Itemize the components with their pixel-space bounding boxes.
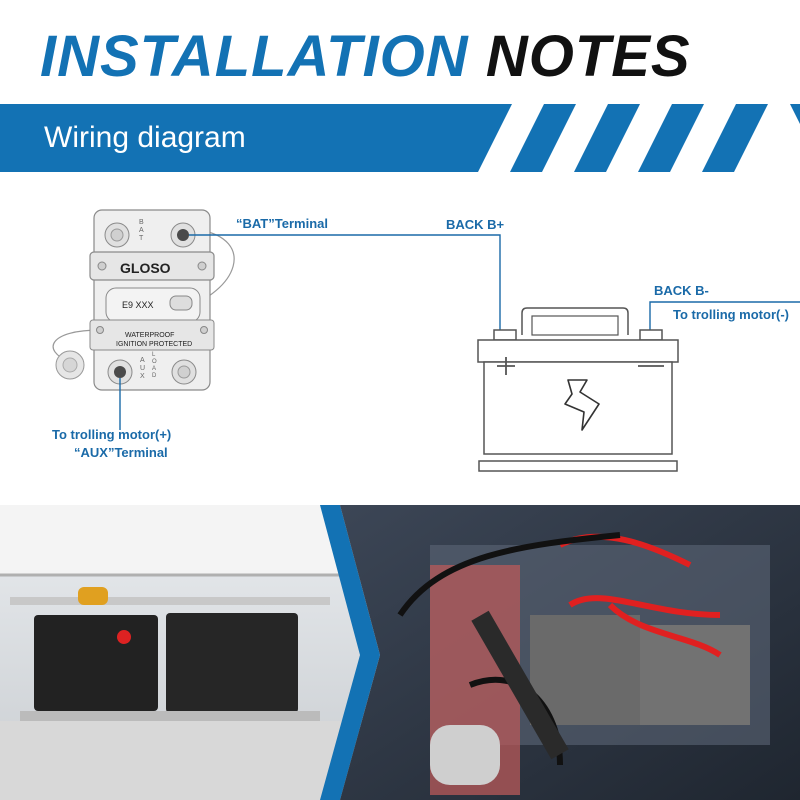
photo-battery-compartment [340, 505, 800, 800]
band-stripe-3 [638, 104, 704, 172]
battery-box-right [166, 613, 298, 713]
title-word-installation: INSTALLATION [40, 24, 469, 89]
label-back-b-plus: BACK B+ [446, 217, 505, 232]
circuit-breaker: GLOSO E9 XXX WATERPROOF IGNITION PROTECT… [89, 209, 215, 391]
band-stripe-2 [574, 104, 640, 172]
battery-2 [640, 625, 750, 725]
battery-handle-inner [531, 315, 619, 336]
battery-lid [477, 339, 679, 363]
trailer-frame [10, 597, 330, 605]
red-indicator [117, 630, 131, 644]
bat-stud-inner [177, 229, 189, 241]
support-rack [20, 711, 320, 721]
photo-divider [320, 505, 380, 800]
breaker-band [89, 251, 215, 281]
battery-base [478, 460, 678, 472]
battery-1 [530, 615, 640, 725]
band-screw-left [97, 261, 107, 271]
load-cap-inner [177, 365, 191, 379]
terminal-post-plus [493, 329, 517, 341]
aux-stud-inner [114, 366, 126, 378]
wiring-diagram: GLOSO E9 XXX WATERPROOF IGNITION PROTECT… [52, 209, 800, 472]
loose-cap-inner [62, 357, 78, 373]
plus-symbol-icon [497, 357, 515, 375]
page-title: INSTALLATION NOTES [40, 22, 691, 92]
bus-bar [471, 610, 569, 760]
band-stripe-4 [702, 104, 768, 172]
breaker-brand: GLOSO [120, 260, 171, 276]
label-bat-terminal: “BAT”Terminal [236, 216, 328, 231]
ground [0, 721, 360, 800]
lower-screw-left [96, 326, 104, 334]
wire-b-minus [649, 301, 800, 330]
label-to-motor-minus: To trolling motor(-) [673, 307, 789, 322]
motor-unit [430, 725, 500, 785]
battery [477, 307, 679, 472]
section-label: Wiring diagram [44, 121, 246, 154]
amber-light [78, 587, 108, 605]
lower-screw-right [200, 326, 208, 334]
breaker-text-line2: IGNITION PROTECTED [116, 341, 192, 348]
label-back-b-minus: BACK B- [654, 283, 709, 298]
breaker-text-line1: WATERPROOF [125, 332, 174, 339]
label-to-motor-plus: To trolling motor(+) [52, 427, 171, 442]
terminal-post-minus [639, 329, 663, 341]
photo-trailer-battery-boxes [0, 505, 360, 800]
band-main [0, 104, 512, 172]
reset-lever [169, 295, 193, 311]
band-screw-right [197, 261, 207, 271]
bat-cap-inner [110, 228, 124, 242]
installation-photos [0, 505, 800, 800]
section-band [0, 104, 800, 172]
wire-bat-to-b-plus [189, 234, 501, 330]
trailer-wall [0, 505, 340, 575]
title-word-notes: NOTES [485, 24, 691, 89]
band-stripe-5 [790, 104, 800, 124]
battery-box-left [34, 615, 158, 711]
label-aux-terminal: “AUX”Terminal [74, 445, 168, 460]
lightning-bolt-icon [564, 379, 600, 431]
breaker-model: E9 XXX [122, 300, 154, 310]
breaker-lower-band [89, 319, 215, 351]
band-stripe-1 [510, 104, 576, 172]
